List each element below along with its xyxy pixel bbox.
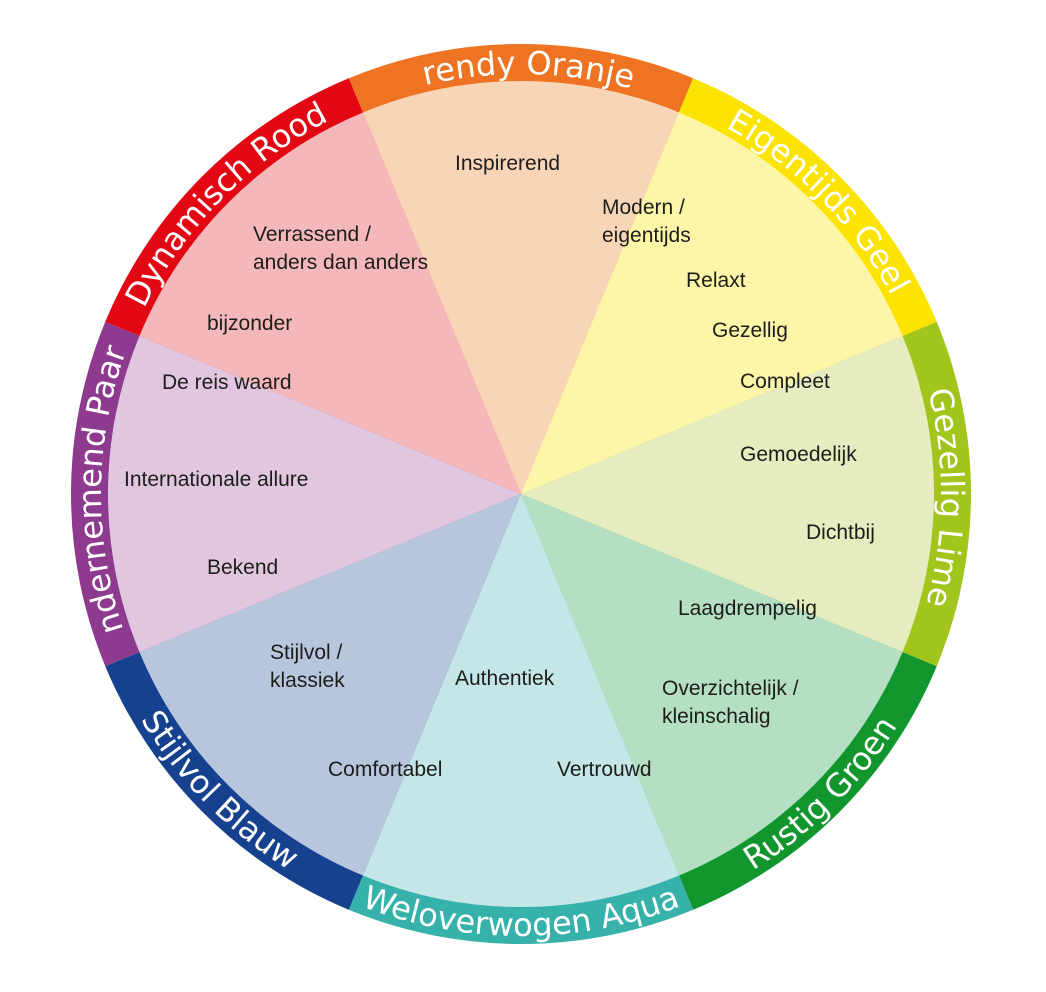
trait-label: bijzonder <box>207 312 292 335</box>
trait-line: kleinschalig <box>662 705 771 728</box>
trait-label: Gemoedelijk <box>740 443 857 466</box>
trait-line: Gemoedelijk <box>740 443 857 466</box>
trait-label: Internationale allure <box>124 468 308 491</box>
trait-line: Bekend <box>207 556 278 579</box>
trait-label: Overzichtelijk / kleinschalig <box>662 677 799 728</box>
trait-label: De reis waard <box>162 371 292 394</box>
trait-label: Compleet <box>740 370 830 393</box>
inner-wedges <box>108 81 934 907</box>
trait-line: Stijlvol / <box>270 641 343 664</box>
trait-line: Inspirerend <box>455 152 560 175</box>
trait-line: Overzichtelijk / <box>662 677 799 700</box>
trait-line: Modern / <box>602 196 685 219</box>
trait-line: Laagdrempelig <box>678 597 817 620</box>
wedge-lime <box>521 335 934 653</box>
trait-label: Comfortabel <box>328 758 442 781</box>
trait-label: Dichtbij <box>806 521 875 544</box>
trait-line: Gezellig <box>712 319 788 342</box>
trait-label: Authentiek <box>455 667 555 690</box>
trait-line: Relaxt <box>686 269 746 292</box>
trait-line: Compleet <box>740 370 830 393</box>
wedge-groen <box>521 494 903 876</box>
wedge-geel <box>521 112 903 494</box>
trait-label: Gezellig <box>712 319 788 342</box>
trait-line: anders dan anders <box>253 251 428 274</box>
trait-label: Bekend <box>207 556 278 579</box>
trait-line: Vertrouwd <box>557 758 652 781</box>
trait-label: Verrassend / anders dan anders <box>253 223 428 274</box>
trait-line: Verrassend / <box>253 223 371 246</box>
trait-line: Dichtbij <box>806 521 875 544</box>
wedge-blauw <box>139 494 521 876</box>
trait-line: De reis waard <box>162 371 292 394</box>
trait-label: Relaxt <box>686 269 746 292</box>
wedge-rood <box>139 112 521 494</box>
wedge-paars <box>108 335 522 653</box>
trait-line: Internationale allure <box>124 468 308 491</box>
wedge-aqua <box>362 494 680 907</box>
trait-line: bijzonder <box>207 312 292 335</box>
wedge-oranje <box>362 81 680 494</box>
trait-label: Vertrouwd <box>557 758 652 781</box>
trait-label: Laagdrempelig <box>678 597 817 620</box>
trait-line: eigentijds <box>602 224 691 247</box>
trait-line: Authentiek <box>455 667 555 690</box>
trait-label: Inspirerend <box>455 152 560 175</box>
trait-line: Comfortabel <box>328 758 442 781</box>
trait-line: klassiek <box>270 669 345 692</box>
trait-label: Modern / eigentijds <box>602 196 691 247</box>
segment-label-oranje: Trendy Oranje <box>0 0 639 96</box>
trait-label: Stijlvol / klassiek <box>270 641 345 692</box>
